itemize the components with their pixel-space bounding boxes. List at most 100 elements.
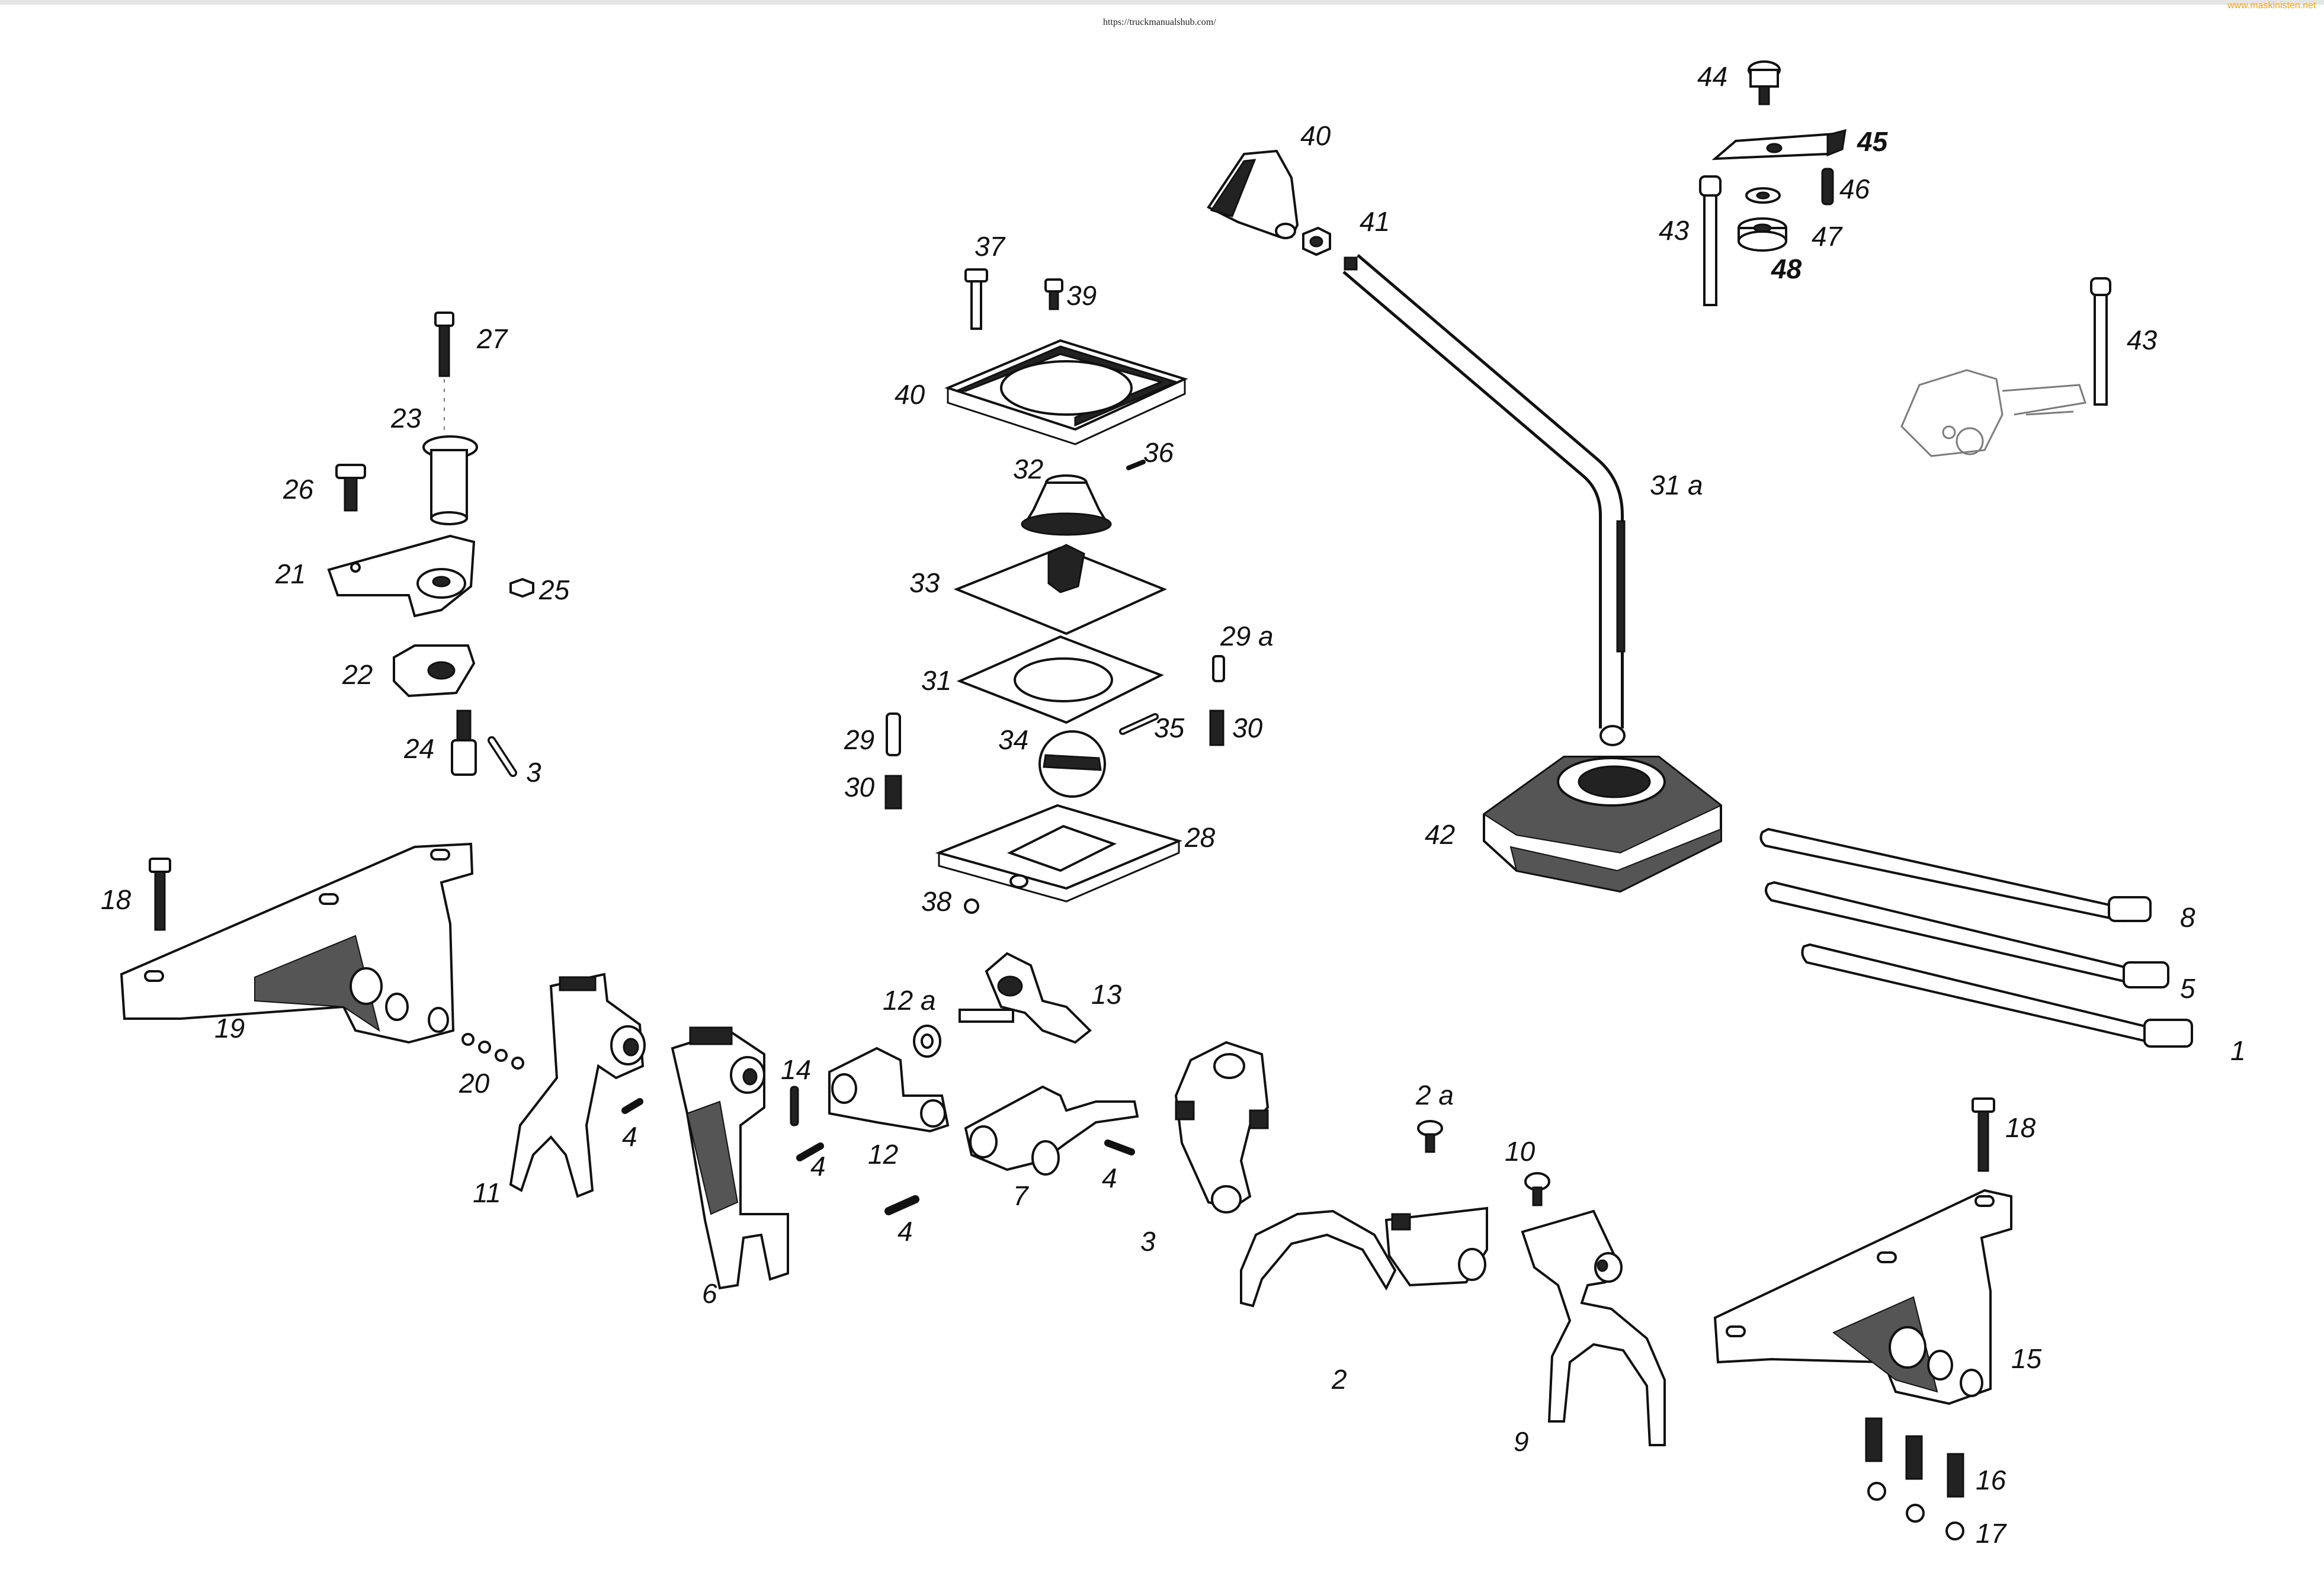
pin-46 xyxy=(1821,168,1834,206)
label-24: 24 xyxy=(403,733,434,764)
lever-7 xyxy=(964,1085,1139,1176)
label-35: 35 xyxy=(1154,712,1185,743)
boot-32 xyxy=(1021,474,1112,536)
label-4-a: 4 xyxy=(622,1121,637,1152)
stud-29-left xyxy=(886,712,901,756)
bolt-39 xyxy=(1044,278,1063,310)
label-43-top: 43 xyxy=(1659,215,1690,246)
label-12a: 12 a xyxy=(883,985,936,1016)
pin-36 xyxy=(1126,460,1146,470)
bracket-19 xyxy=(120,842,474,1044)
spring-30-left xyxy=(884,775,902,810)
rod-1 xyxy=(1801,943,2193,1048)
label-5: 5 xyxy=(2180,973,2195,1004)
label-20: 20 xyxy=(459,1068,490,1099)
fork-9 xyxy=(1521,1209,1666,1446)
lever-rod-31a xyxy=(1342,254,1626,746)
fork-6 xyxy=(671,1026,789,1290)
label-21: 21 xyxy=(275,558,306,589)
label-13: 13 xyxy=(1091,979,1122,1010)
label-4-d: 4 xyxy=(1102,1163,1117,1193)
label-10: 10 xyxy=(1505,1136,1536,1167)
label-26: 26 xyxy=(283,474,314,505)
label-3-upper: 3 xyxy=(526,757,541,788)
label-45: 45 xyxy=(1857,126,1889,157)
pin-3-upper xyxy=(488,736,517,777)
lever-13 xyxy=(959,952,1092,1044)
label-37: 37 xyxy=(975,231,1006,262)
bolt-43-top xyxy=(1699,175,1722,306)
ring-47 xyxy=(1738,217,1787,252)
label-31: 31 xyxy=(921,665,951,696)
nut-25 xyxy=(509,577,534,598)
source-url: https://truckmanualshub.com/ xyxy=(1103,17,1216,27)
label-30-right: 30 xyxy=(1232,712,1263,743)
label-27: 27 xyxy=(476,323,508,354)
label-25: 25 xyxy=(538,574,570,605)
label-48: 48 xyxy=(1771,253,1802,284)
screw-2a xyxy=(1417,1120,1443,1153)
label-15: 15 xyxy=(2011,1343,2042,1374)
lever-3 xyxy=(1174,1041,1270,1214)
label-33: 33 xyxy=(909,567,940,598)
label-2a: 2 a xyxy=(1415,1080,1454,1110)
label-8: 8 xyxy=(2180,902,2195,933)
label-14: 14 xyxy=(781,1054,811,1085)
bolt-37 xyxy=(964,268,988,330)
label-29a: 29 a xyxy=(1220,621,1274,651)
gasket-31 xyxy=(956,635,1164,724)
plate-28 xyxy=(935,804,1182,903)
block-22 xyxy=(393,644,476,698)
label-28: 28 xyxy=(1184,822,1216,853)
plate-45 xyxy=(1711,129,1847,160)
label-39: 39 xyxy=(1066,280,1097,311)
housing-sketch xyxy=(1900,369,2086,457)
washer-12a xyxy=(913,1025,941,1058)
springs-16 xyxy=(1865,1417,1964,1498)
pin-4-c xyxy=(884,1195,919,1215)
label-40-cover: 40 xyxy=(895,379,925,410)
screw-10 xyxy=(1524,1172,1550,1206)
fork-2 xyxy=(1240,1206,1488,1308)
bolt-26 xyxy=(335,464,366,512)
label-3-lower: 3 xyxy=(1140,1226,1156,1257)
label-4-b: 4 xyxy=(810,1151,826,1182)
label-16: 16 xyxy=(1976,1465,2006,1495)
label-11: 11 xyxy=(473,1177,501,1208)
label-47: 47 xyxy=(1812,221,1843,252)
label-29: 29 xyxy=(844,724,874,755)
label-6: 6 xyxy=(702,1278,717,1309)
label-19: 19 xyxy=(214,1013,245,1044)
label-43-right: 43 xyxy=(2127,325,2158,355)
label-44: 44 xyxy=(1697,61,1727,92)
label-4-c: 4 xyxy=(897,1216,913,1247)
label-7: 7 xyxy=(1013,1180,1029,1211)
nut-38 xyxy=(964,898,979,914)
fork-11 xyxy=(509,972,646,1198)
label-18-left: 18 xyxy=(101,884,132,915)
rod-5 xyxy=(1765,881,2169,988)
label-41: 41 xyxy=(1360,206,1390,237)
bracket-15 xyxy=(1713,1189,2012,1405)
lever-21 xyxy=(327,534,476,618)
label-22: 22 xyxy=(342,659,373,690)
label-34: 34 xyxy=(998,724,1028,755)
label-9: 9 xyxy=(1514,1426,1529,1457)
pin-4-a xyxy=(621,1098,643,1114)
label-40-knob: 40 xyxy=(1300,120,1331,151)
label-46: 46 xyxy=(1839,174,1870,204)
label-2: 2 xyxy=(1331,1364,1347,1395)
pin-4-d xyxy=(1104,1139,1135,1155)
pin-4-b xyxy=(796,1142,824,1161)
label-31a: 31 a xyxy=(1650,470,1703,500)
spring-30-right xyxy=(1209,710,1224,746)
part-labels: 37 39 40 36 32 33 29 a 31 34 35 30 29 30… xyxy=(101,61,2246,1549)
label-1: 1 xyxy=(2230,1035,2246,1066)
label-23: 23 xyxy=(390,403,422,434)
label-36: 36 xyxy=(1143,437,1174,468)
stud-29-right xyxy=(1212,655,1225,682)
pin-23 xyxy=(422,435,478,525)
lever-12 xyxy=(828,1047,950,1133)
plunger-24 xyxy=(451,710,477,776)
